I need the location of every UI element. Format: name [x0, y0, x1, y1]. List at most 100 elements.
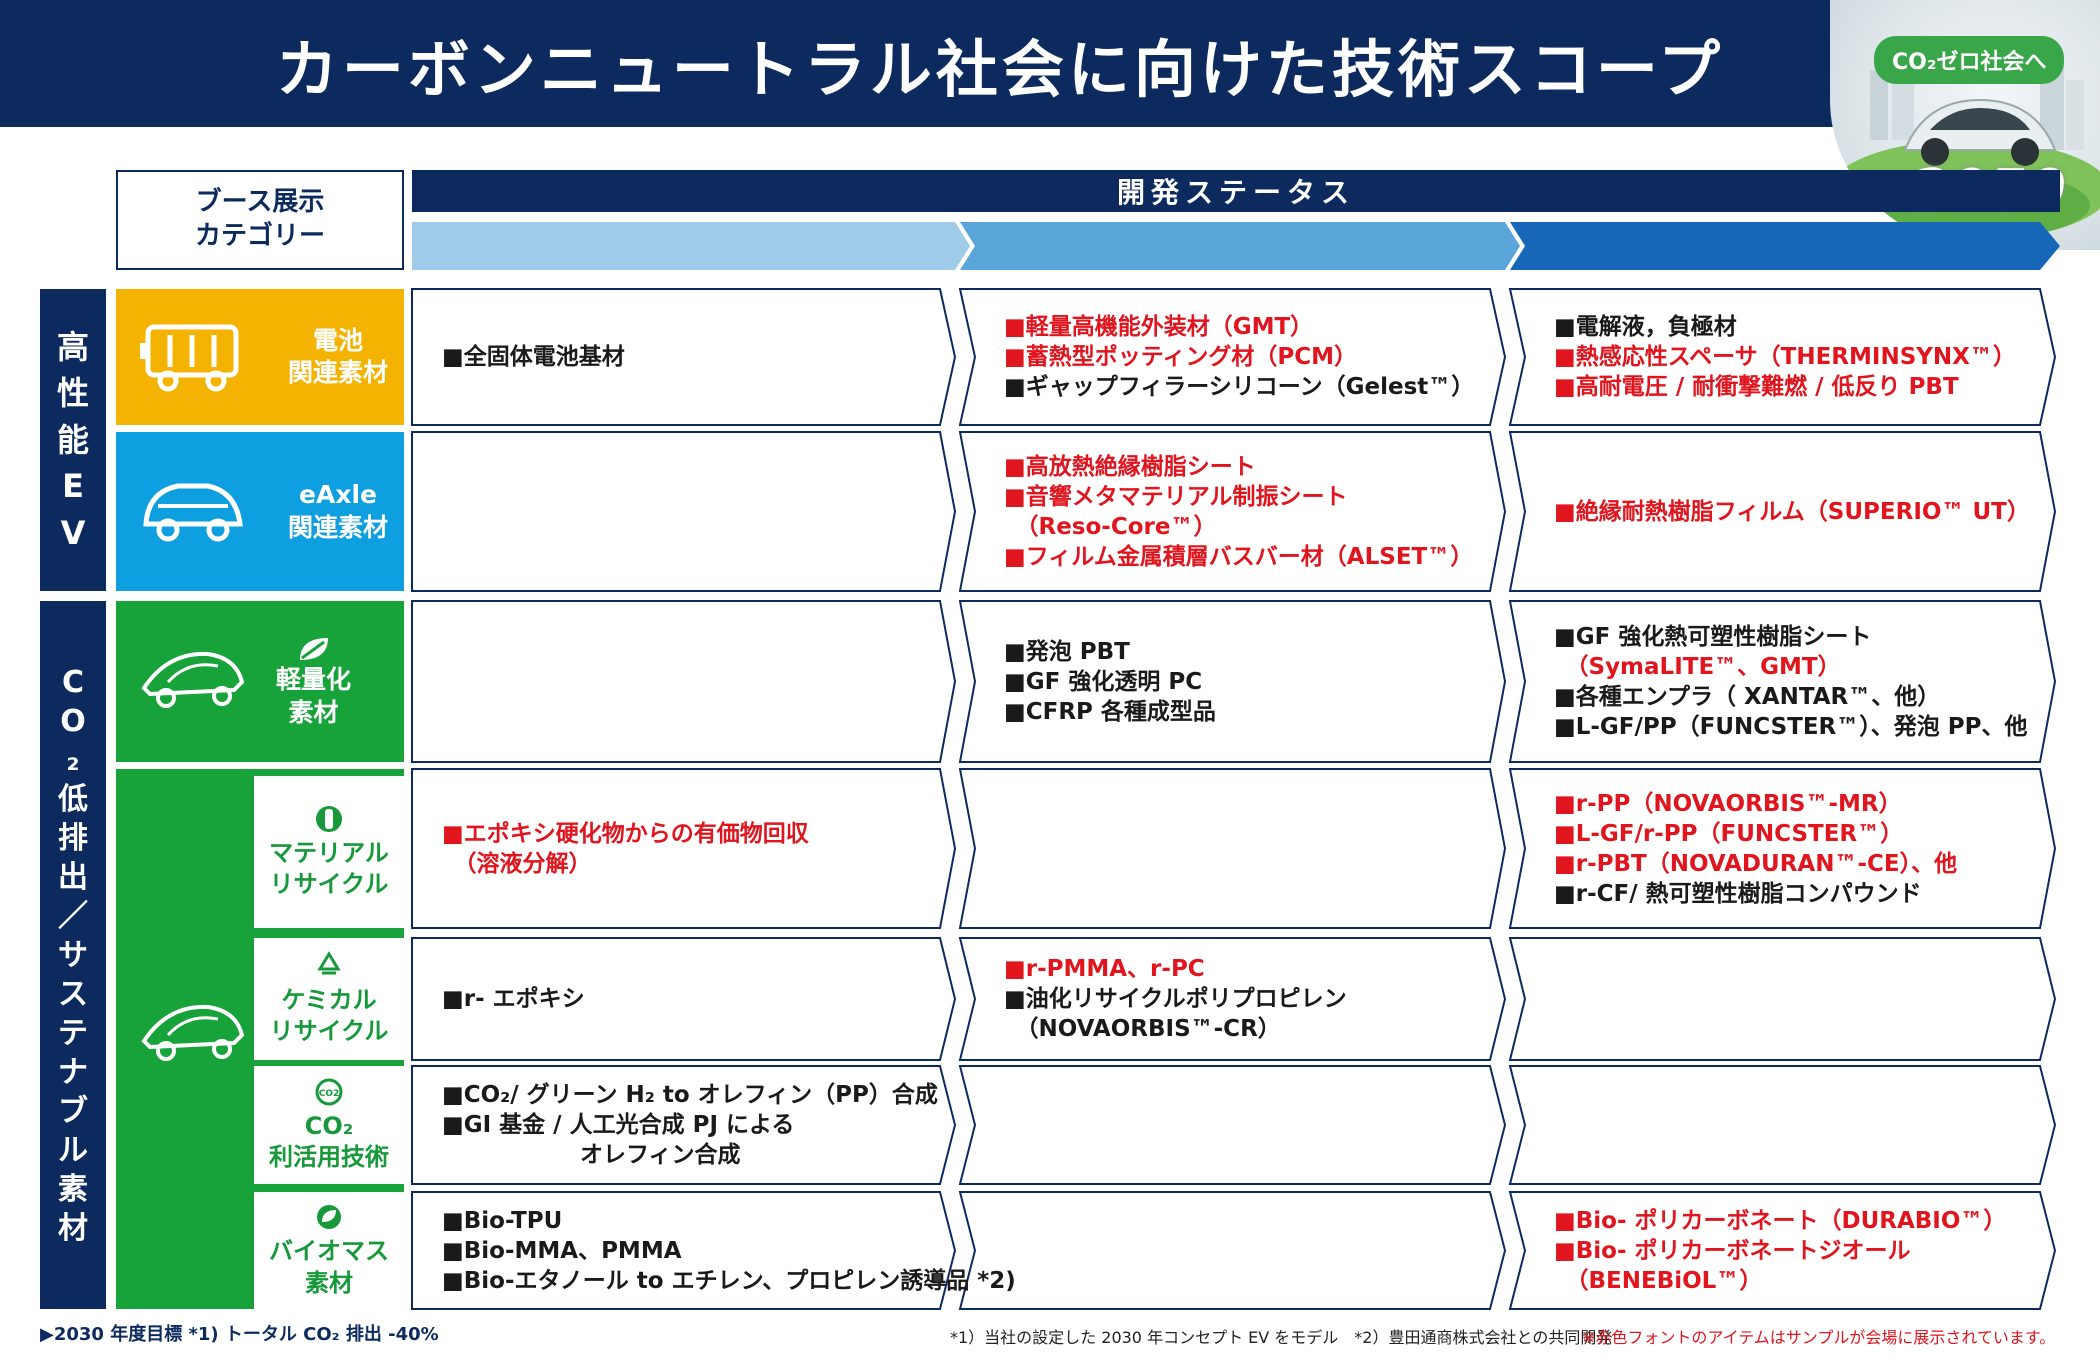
eco-car-icon [141, 651, 245, 708]
row-3-demo-cell [974, 769, 1479, 928]
row-0-demo-cell: ■軽量高機能外装材（GMT） ■蓄熱型ポッティング材（PCM） ■ギャップフィラーシ… [974, 289, 1479, 425]
row-6-market-cell: ■Bio- ポリカーボネート（DURABIO™）■Bio- ポリカーボネートジオ… [1524, 1192, 2029, 1309]
page-title: カーボンニュートラル社会に向けた技術スコープ [275, 32, 1725, 106]
row-4-demo-cell: ■r-PMMA、r-PC ■油化リサイクルポリプロピレン （NOVAORBIS™-… [974, 938, 1479, 1060]
row-2-demo-chevron [958, 600, 1507, 763]
row-4-research-chevron [411, 937, 957, 1061]
row-2-market-chevron [1508, 600, 2057, 763]
row-0-demo-chevron [958, 288, 1507, 426]
battery-bus-icon [140, 324, 239, 392]
row-5-market-chevron [1508, 1065, 2057, 1185]
item-text: ■高放熱絶縁樹脂シート [1004, 453, 1256, 480]
row-6-demo-chevron [958, 1191, 1507, 1310]
row-1-demo-chevron [958, 431, 1507, 592]
row-0-research-chevron [411, 288, 957, 426]
item-text: ■GI 基金 / 人工光合成 PJ による [442, 1112, 795, 1138]
car-icon [143, 483, 243, 541]
stage-chevron-demo [960, 222, 1520, 270]
co2-icon: CO2 [315, 1078, 343, 1106]
row-0-market-cell: ■電解液，負極材■熱感応性スペーサ（THERMINSYNX™）■高耐電圧 / 耐… [1524, 289, 2029, 425]
footnote: *1）当社の設定した 2030 年コンセプト EV をモデル *2）豊田通商株式… [950, 1328, 1613, 1347]
svg-text:CO2: CO2 [319, 1089, 340, 1099]
category-eaxle-label: eAxle 関連素材 [288, 480, 389, 542]
row-5-research-chevron [411, 1065, 957, 1185]
row-6-research-chevron [411, 1191, 957, 1310]
row-3-market-cell: ■r-PP（NOVAORBIS™-MR）■L-GF/r-PP（FUNCSTER™… [1524, 769, 2029, 928]
subcategory-biomass: バイオマス 素材 [252, 1192, 404, 1309]
row-5-demo-chevron [958, 1065, 1507, 1185]
header-banner [0, 0, 2100, 127]
eco-car-icon [141, 1004, 245, 1061]
stage-chevron-market [1510, 222, 2060, 270]
item-text: ■CFRP 各種成型品 [1004, 698, 1216, 725]
row-3-market-chevron [1508, 768, 2057, 929]
subcategory-co2-utilization-label: CO₂ 利活用技術 [269, 1111, 389, 1171]
subcategory-material-recycle: マテリアル リサイクル [252, 776, 404, 928]
row-1-research-chevron [411, 431, 957, 592]
item-text: ■ギャップフィラーシリコーン（Gelest™） [1004, 374, 1475, 400]
item-text: ■電解液，負極材 [1554, 314, 1737, 340]
group-co2-low-emission: C O ₂ 低 排 出 ／ サ ス テ ナ ブ ル 素 材 [40, 601, 106, 1309]
stage-chevron-research [412, 222, 970, 270]
item-text: ■Bio-MMA、PMMA [442, 1237, 682, 1264]
red-font-note: ※赤色フォントのアイテムはサンプルが会場に展示されています。 [1582, 1328, 2056, 1347]
item-text: ■CO₂/ グリーン H₂ to オレフィン（PP）合成 [442, 1082, 938, 1108]
item-text: ■r-CF/ 熱可塑性樹脂コンパウンド [1554, 880, 1922, 907]
subcategory-biomass-label: バイオマス 素材 [269, 1237, 389, 1297]
item-text: ■絶縁耐熱樹脂フィルム（SUPERIO™ UT） [1554, 498, 2030, 525]
item-text: ■Bio-TPU [442, 1207, 563, 1234]
item-text: ■GF 強化透明 PC [1004, 668, 1203, 695]
item-text: （BENEBiOL™） [1554, 1267, 1763, 1294]
development-status-header: 開発ステータス [412, 170, 2060, 212]
item-text: ■各種エンプラ（ XANTAR™、他） [1554, 683, 1941, 710]
row-2-research-chevron [411, 600, 957, 763]
row-1-research-cell [412, 432, 915, 591]
item-text: ■フィルム金属積層バスバー材（ALSET™） [1004, 543, 1474, 570]
row-4-research-cell: ■r- エポキシ [412, 938, 915, 1060]
item-text: ■Bio- ポリカーボネート（DURABIO™） [1554, 1207, 2007, 1234]
row-5-demo-cell [974, 1066, 1479, 1184]
item-text: ■蓄熱型ポッティング材（PCM） [1004, 344, 1357, 370]
item-text: ■r-PMMA、r-PC [1004, 956, 1205, 982]
item-text: （NOVAORBIS™-CR） [1004, 1016, 1281, 1042]
bottle-icon [316, 805, 342, 832]
leaf-globe-icon [317, 1205, 341, 1230]
subcategory-material-recycle-label: マテリアル リサイクル [269, 838, 389, 898]
row-3-research-cell: ■エポキシ硬化物からの有価物回収 （溶液分解） [412, 769, 915, 928]
row-1-market-chevron [1508, 431, 2057, 592]
category-lightweight-label: 軽量化 素材 [276, 665, 352, 727]
row-6-demo-cell [974, 1192, 1479, 1309]
item-text: ■Bio-エタノール to エチレン、プロピレン誘導品 *2) [442, 1267, 1016, 1294]
item-text: オレフィン合成 [442, 1142, 741, 1168]
row-2-market-cell: ■GF 強化熱可塑性樹脂シート （SymaLITE™、GMT）■各種エンプラ（ … [1524, 601, 2029, 762]
item-text: ■エポキシ硬化物からの有価物回収 [442, 820, 809, 847]
subcategory-co2-utilization: CO2 CO₂ 利活用技術 [252, 1066, 404, 1184]
target-note: ▶2030 年度目標 *1) トータル CO₂ 排出 -40% [40, 1324, 439, 1345]
row-4-demo-chevron [958, 937, 1507, 1061]
item-text: ■r- エポキシ [442, 986, 585, 1012]
subcategory-chemical-recycle-label: ケミカル リサイクル [269, 985, 389, 1045]
row-2-demo-cell: ■発泡 PBT■GF 強化透明 PC■CFRP 各種成型品 [974, 601, 1479, 762]
row-5-research-cell: ■CO₂/ グリーン H₂ to オレフィン（PP）合成 ■GI 基金 / 人工光… [412, 1066, 938, 1184]
row-6-research-cell: ■Bio-TPU ■Bio-MMA、PMMA ■Bio-エタノール to エチレン、… [412, 1192, 1016, 1309]
row-0-market-chevron [1508, 288, 2057, 426]
item-text: ■L-GF/PP（FUNCSTER™）、発泡 PP、他 [1554, 713, 2028, 740]
category-eaxle: eAxle 関連素材 [116, 432, 404, 591]
row-1-market-cell: ■絶縁耐熱樹脂フィルム（SUPERIO™ UT） [1524, 432, 2030, 591]
row-4-market-chevron [1508, 937, 2057, 1061]
item-text: （溶液分解） [442, 850, 592, 877]
booth-category-header: ブース展示 カテゴリー [116, 170, 404, 270]
item-text: （Reso-Core™） [1004, 513, 1217, 540]
category-lightweight: 軽量化 素材 [116, 601, 404, 762]
subcategory-chemical-recycle: ケミカル リサイクル [252, 938, 404, 1060]
item-text: ■r-PP（NOVAORBIS™-MR） [1554, 790, 1902, 817]
item-text: ■軽量高機能外装材（GMT） [1004, 314, 1314, 340]
category-battery-label: 電池 関連素材 [288, 325, 389, 388]
category-battery: 電池 関連素材 [116, 289, 404, 425]
item-text: ■油化リサイクルポリプロピレン [1004, 986, 1347, 1012]
row-3-research-chevron [411, 768, 957, 929]
item-text: ■熱感応性スペーサ（THERMINSYNX™） [1554, 344, 2016, 370]
row-2-research-cell [412, 601, 915, 762]
item-text: ■GF 強化熱可塑性樹脂シート [1554, 623, 1872, 650]
